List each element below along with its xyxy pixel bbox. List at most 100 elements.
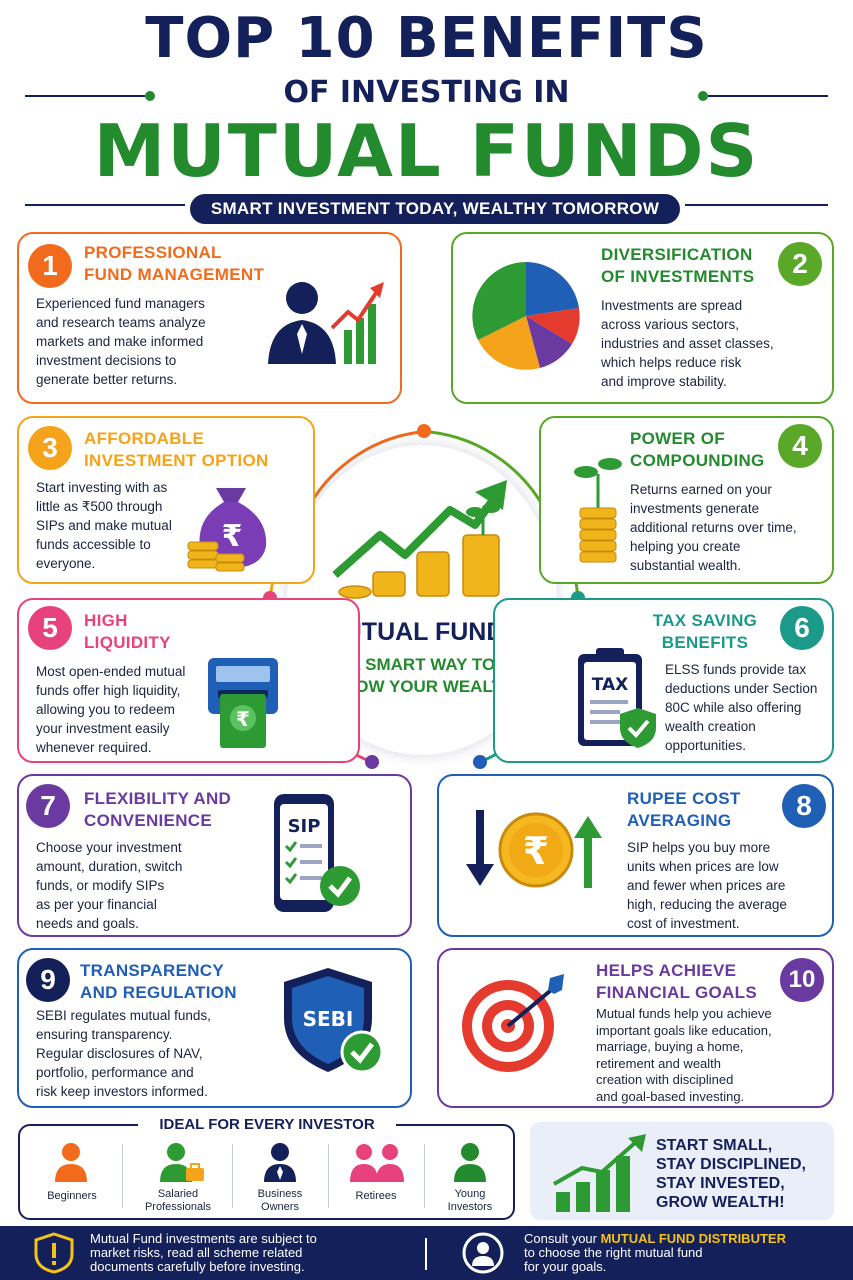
benefit-body-3-line: funds accessible to — [36, 537, 151, 552]
footer-disclaimer-line: market risks, read all scheme related — [90, 1245, 303, 1260]
benefit-body-10-line: and goal-based investing. — [596, 1088, 745, 1104]
footer-disclaimer: Mutual Fund investments are subject to m… — [90, 1232, 390, 1274]
investor-item-label: Investors — [447, 1201, 493, 1213]
benefit-title-5-line-1: HIGH — [84, 611, 128, 630]
benefit-title-7-line-2: CONVENIENCE — [84, 811, 212, 830]
benefit-body-5-line: Most open-ended mutual — [36, 664, 186, 679]
benefit-body-9-line: SEBI regulates mutual funds, — [36, 1008, 211, 1023]
benefit-title-8: RUPEE COST AVERAGING — [627, 788, 741, 832]
benefit-card-7 — [17, 774, 412, 937]
investor-item-young: Young Investors — [430, 1188, 510, 1214]
footer-consult-line: for your goals. — [524, 1259, 607, 1274]
benefit-body-3: Start investing with as little as ₹500 t… — [36, 478, 196, 573]
footer-consult: Consult your MUTUAL FUND DISTRIBUTER to … — [524, 1232, 834, 1274]
investor-item-label: Young — [454, 1188, 486, 1200]
benefit-body-6: ELSS funds provide tax deductions under … — [665, 660, 830, 755]
benefit-body-5-line: funds offer high liquidity, — [36, 683, 181, 698]
sip-phone-icon: SIP — [274, 794, 360, 912]
benefit-body-6-line: opportunities. — [665, 738, 747, 753]
benefit-number-7: 7 — [26, 784, 70, 828]
footer-consult-prefix: Consult your — [524, 1231, 601, 1246]
benefit-body-10: Mutual funds help you achieve important … — [596, 1006, 831, 1105]
benefit-title-4-line-2: COMPOUNDING — [630, 451, 765, 470]
benefit-title-7-line-1: FLEXIBILITY AND — [84, 789, 232, 808]
benefit-card-5 — [17, 598, 360, 763]
benefit-title-2: DIVERSIFICATION OF INVESTMENTS — [601, 244, 754, 288]
benefit-body-7-line: Choose your investment — [36, 840, 182, 855]
benefit-body-8-line: high, reducing the average — [627, 897, 787, 912]
benefit-body-6-line: 80C while also offering — [665, 700, 802, 715]
investor-item-retirees: Retirees — [336, 1190, 416, 1203]
growth-bars-icon — [553, 1134, 646, 1212]
benefit-title-9-line-1: TRANSPARENCY — [80, 961, 225, 980]
investor-item-label: Retirees — [355, 1190, 397, 1202]
benefit-body-4-line: additional returns over time, — [630, 520, 797, 535]
benefit-title-4: POWER OF COMPOUNDING — [630, 428, 765, 472]
benefit-body-1-line: Experienced fund managers — [36, 296, 205, 311]
benefit-body-3-line: everyone. — [36, 556, 96, 571]
benefit-body-10-line: Mutual funds help you achieve — [596, 1006, 772, 1021]
footer-disclaimer-line: documents carefully before investing. — [90, 1259, 305, 1274]
benefit-body-8-line: SIP helps you buy more — [627, 840, 771, 855]
benefit-number-9: 9 — [26, 958, 70, 1002]
investor-item-label: Owners — [261, 1201, 299, 1213]
salaried-person-icon — [160, 1143, 204, 1182]
benefit-title-5: HIGH LIQUIDITY — [84, 610, 171, 654]
benefit-body-2-line: and improve stability. — [601, 374, 727, 389]
benefit-title-1-line-1: PROFESSIONAL — [84, 243, 222, 262]
benefit-body-5-line: your investment easily — [36, 721, 170, 736]
benefit-number-1: 1 — [28, 244, 72, 288]
footer-consult-line-1: Consult your MUTUAL FUND DISTRIBUTER — [524, 1232, 834, 1246]
benefit-title-10-line-1: HELPS ACHIEVE — [596, 961, 737, 980]
benefit-title-5-line-2: LIQUIDITY — [84, 633, 171, 652]
benefit-body-3-line: SIPs and make mutual — [36, 518, 172, 533]
benefit-body-5-line: allowing you to redeem — [36, 702, 175, 717]
benefit-body-9-line: portfolio, performance and — [36, 1065, 194, 1080]
investor-item-beginners: Beginners — [30, 1190, 114, 1203]
svg-text:₹: ₹ — [236, 707, 250, 731]
benefit-body-1-line: generate better returns. — [36, 372, 178, 387]
investor-item-salaried: Salaried Professionals — [130, 1188, 226, 1214]
benefit-body-6-line: wealth creation — [665, 719, 756, 734]
footer-consult-highlight: MUTUAL FUND DISTRIBUTER — [600, 1231, 786, 1246]
benefit-body-9-line: ensuring transparency. — [36, 1027, 173, 1042]
header-rule-right-top — [708, 95, 828, 97]
business-owner-icon — [264, 1143, 296, 1182]
benefit-title-6-line-1: TAX SAVING — [652, 611, 758, 630]
benefit-body-9-line: Regular disclosures of NAV, — [36, 1046, 203, 1061]
benefit-title-8-line-1: RUPEE COST — [627, 789, 741, 808]
benefit-body-1-line: and research teams analyze — [36, 315, 206, 330]
warning-shield-icon — [34, 1232, 74, 1274]
investor-heading: IDEAL FOR EVERY INVESTOR — [138, 1114, 396, 1136]
center-subtitle-line-1: A SMART WAY TO — [348, 655, 496, 674]
benefit-body-2-line: across various sectors, — [601, 317, 740, 332]
benefit-body-2-line: which helps reduce risk — [601, 355, 742, 370]
benefit-title-8-line-2: AVERAGING — [627, 811, 732, 830]
benefit-number-2: 2 — [778, 242, 822, 286]
footer-consult-line: to choose the right mutual fund — [524, 1245, 703, 1260]
benefit-title-3: AFFORDABLE INVESTMENT OPTION — [84, 428, 269, 472]
rupee-coin-icon: ₹ — [466, 810, 602, 888]
benefit-card-6 — [493, 598, 834, 763]
beginner-person-icon — [55, 1143, 87, 1182]
young-investor-icon — [454, 1143, 486, 1182]
fund-manager-icon — [268, 282, 384, 364]
center-subtitle-line-2: GROW YOUR WEALTH — [329, 677, 515, 696]
benefit-body-8-line: and fewer when prices are — [627, 878, 786, 893]
title-line-1: TOP 10 BENEFITS — [145, 6, 708, 71]
benefit-title-9: TRANSPARENCY AND REGULATION — [80, 960, 237, 1004]
title-line-2: OF INVESTING IN — [283, 75, 570, 110]
tagline-rule-left — [25, 204, 185, 206]
benefit-body-10-line: retirement and wealth — [596, 1055, 722, 1071]
benefit-body-6-line: ELSS funds provide tax — [665, 662, 807, 677]
growth-coins-icon — [332, 480, 507, 599]
benefit-body-7-line: amount, duration, switch — [36, 859, 183, 874]
investor-item-label: Professionals — [144, 1201, 212, 1213]
benefit-body-1-line: markets and make informed — [36, 334, 204, 349]
header-dot-left — [145, 91, 155, 101]
benefit-body-7: Choose your investment amount, duration,… — [36, 838, 236, 933]
slogan-line: GROW WEALTH! — [656, 1194, 785, 1211]
benefit-title-10-line-2: FINANCIAL GOALS — [596, 983, 757, 1002]
footer-disclaimer-line: Mutual Fund investments are subject to — [90, 1231, 317, 1246]
tax-clipboard-icon: TAX — [578, 648, 656, 748]
